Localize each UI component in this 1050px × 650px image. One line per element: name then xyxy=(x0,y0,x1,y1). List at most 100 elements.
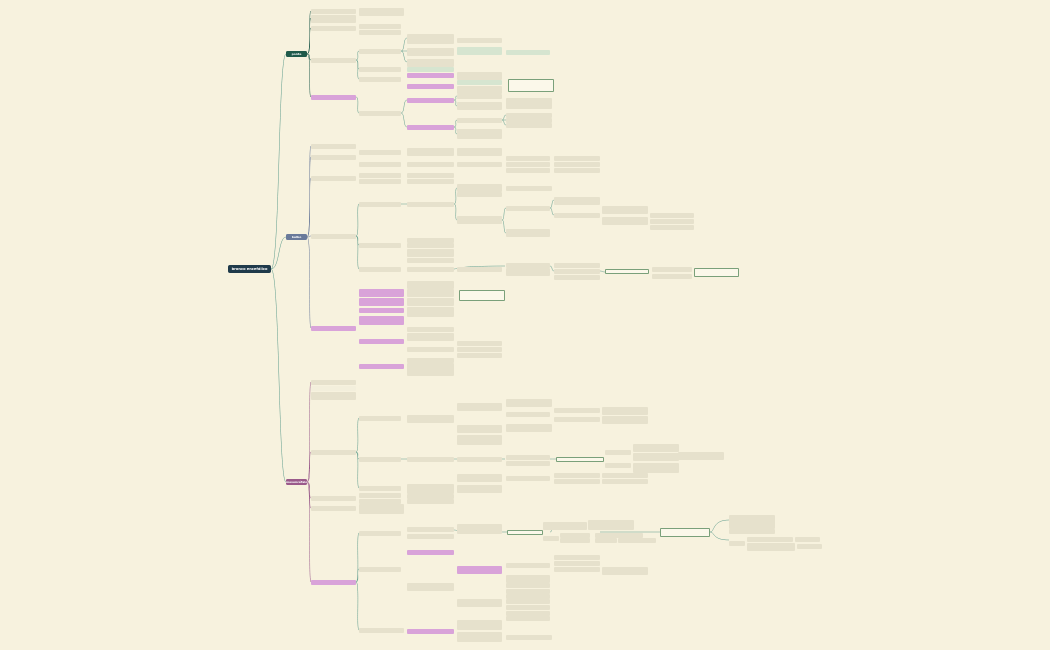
branch-mesencefalo[interactable]: mesencéfalo xyxy=(286,479,308,485)
mind-node[interactable] xyxy=(797,544,822,549)
mind-node[interactable] xyxy=(652,267,692,272)
mind-node[interactable] xyxy=(407,629,454,634)
mind-node[interactable] xyxy=(506,594,550,599)
mind-node[interactable] xyxy=(506,412,550,417)
mind-node[interactable] xyxy=(359,289,404,297)
branch-bulbo[interactable]: bulbo xyxy=(286,234,307,240)
mind-node[interactable] xyxy=(729,515,775,523)
mind-node[interactable] xyxy=(506,616,550,621)
mind-node[interactable] xyxy=(506,635,552,640)
mind-node[interactable] xyxy=(311,506,356,511)
mind-node[interactable] xyxy=(543,522,587,530)
mind-node[interactable] xyxy=(554,168,600,173)
mind-node[interactable] xyxy=(359,316,404,325)
mind-node[interactable] xyxy=(747,543,795,551)
mind-node[interactable] xyxy=(506,113,552,118)
mind-node[interactable] xyxy=(407,289,454,297)
mind-node[interactable] xyxy=(457,341,502,346)
mind-node[interactable] xyxy=(795,537,820,542)
mind-node[interactable] xyxy=(407,48,454,56)
mind-node[interactable] xyxy=(457,38,502,43)
mind-node[interactable] xyxy=(359,202,401,207)
mind-node[interactable] xyxy=(457,86,502,94)
mind-node[interactable] xyxy=(457,192,502,197)
mind-node[interactable] xyxy=(506,455,550,460)
mind-node[interactable] xyxy=(359,162,401,167)
mind-node[interactable] xyxy=(311,176,356,181)
mind-node[interactable] xyxy=(359,339,404,344)
mind-node[interactable] xyxy=(506,563,550,568)
mind-node[interactable] xyxy=(602,479,648,484)
mind-node[interactable] xyxy=(359,504,404,514)
mind-node[interactable] xyxy=(595,533,643,538)
mind-node[interactable] xyxy=(560,533,590,538)
mind-node[interactable] xyxy=(311,15,356,23)
mind-node[interactable] xyxy=(554,417,600,422)
mind-node[interactable] xyxy=(359,308,404,313)
mind-node[interactable] xyxy=(633,463,679,473)
mind-node[interactable] xyxy=(554,263,600,268)
mind-node[interactable] xyxy=(506,229,550,237)
mind-node-boxed[interactable] xyxy=(694,268,739,277)
mind-node[interactable] xyxy=(359,49,401,54)
mind-node[interactable] xyxy=(554,408,600,413)
mind-node[interactable] xyxy=(506,611,550,616)
mind-node[interactable] xyxy=(506,476,550,481)
mind-node[interactable] xyxy=(359,179,401,184)
mind-node[interactable] xyxy=(359,150,401,155)
mind-node[interactable] xyxy=(506,206,550,211)
mind-node[interactable] xyxy=(407,73,454,78)
mind-node[interactable] xyxy=(311,386,356,391)
mind-node[interactable] xyxy=(602,473,648,478)
mind-node[interactable] xyxy=(506,50,550,55)
branch-ponte[interactable]: ponte xyxy=(286,51,307,57)
mind-node[interactable] xyxy=(506,599,550,604)
mind-node[interactable] xyxy=(457,425,502,433)
mind-node[interactable] xyxy=(407,499,454,504)
mind-node[interactable] xyxy=(407,267,454,272)
mind-node[interactable] xyxy=(359,486,401,491)
mind-node[interactable] xyxy=(554,213,600,218)
mind-node[interactable] xyxy=(506,263,550,268)
mind-node[interactable] xyxy=(605,463,631,468)
mind-node[interactable] xyxy=(457,118,502,123)
mind-node[interactable] xyxy=(311,450,356,455)
mind-node[interactable] xyxy=(359,111,401,116)
mind-node[interactable] xyxy=(359,24,401,29)
mind-node[interactable] xyxy=(359,173,401,178)
mind-node[interactable] xyxy=(602,217,648,225)
mind-node[interactable] xyxy=(407,67,454,72)
mind-node[interactable] xyxy=(457,524,502,534)
mind-node[interactable] xyxy=(311,144,356,149)
mind-node[interactable] xyxy=(407,457,454,462)
mind-node[interactable] xyxy=(407,550,454,555)
mind-node-boxed[interactable] xyxy=(556,457,604,462)
mind-node[interactable] xyxy=(311,496,356,501)
mind-node[interactable] xyxy=(595,538,617,543)
mind-node[interactable] xyxy=(729,529,775,534)
mind-node-boxed[interactable] xyxy=(508,79,554,92)
mind-node[interactable] xyxy=(633,453,679,461)
mind-node[interactable] xyxy=(359,567,401,572)
mind-node[interactable] xyxy=(650,213,694,218)
mind-node[interactable] xyxy=(407,327,454,332)
mind-node[interactable] xyxy=(457,216,502,224)
mind-node[interactable] xyxy=(311,26,356,31)
mind-node[interactable] xyxy=(554,162,600,167)
mind-node[interactable] xyxy=(457,485,502,493)
mind-node[interactable] xyxy=(407,333,454,341)
mind-node[interactable] xyxy=(457,162,502,167)
mind-node[interactable] xyxy=(407,125,454,130)
mind-node[interactable] xyxy=(407,494,454,499)
mind-node[interactable] xyxy=(311,392,356,400)
mind-node[interactable] xyxy=(602,416,648,424)
mind-node[interactable] xyxy=(311,95,356,100)
mind-node[interactable] xyxy=(543,536,559,541)
mind-node[interactable] xyxy=(554,561,600,566)
mind-node[interactable] xyxy=(359,416,401,421)
mind-node[interactable] xyxy=(407,298,454,306)
mind-node[interactable] xyxy=(407,307,454,317)
mind-node[interactable] xyxy=(407,162,454,167)
mind-node[interactable] xyxy=(457,632,502,642)
mind-node[interactable] xyxy=(506,156,550,161)
